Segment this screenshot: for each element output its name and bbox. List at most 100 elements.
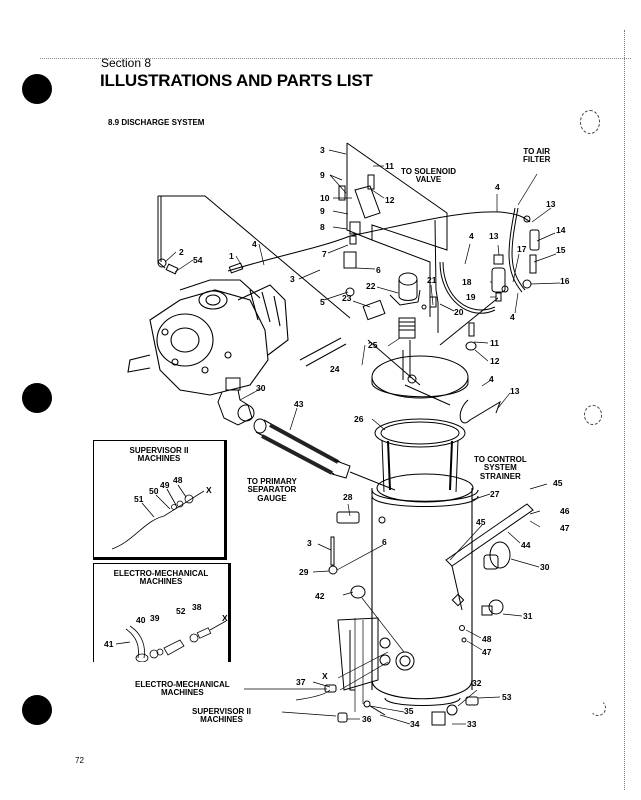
inset-electro-mechanical: ELECTRO-MECHANICAL MACHINES 41 40 39 52 … xyxy=(93,563,231,662)
mounting-panel xyxy=(346,142,448,317)
callout-40: 40 xyxy=(136,615,146,625)
callout-45: 45 xyxy=(553,478,563,488)
compressor xyxy=(127,279,289,396)
callout-28: 28 xyxy=(343,492,353,502)
callout-42: 42 xyxy=(315,591,325,601)
callout-13: 13 xyxy=(510,386,520,396)
callout-13: 13 xyxy=(489,231,499,241)
callout-20: 20 xyxy=(454,307,464,317)
callout-19: 19 xyxy=(466,292,476,302)
callout-26: 26 xyxy=(354,414,364,424)
callout-6: 6 xyxy=(376,265,381,275)
inset-supervisor-x-mark: X xyxy=(206,485,212,495)
inset-electro-drawing xyxy=(115,620,227,662)
inset-electro-x-mark: X xyxy=(222,613,228,623)
ghost-hole-bottom xyxy=(590,700,606,716)
callout-12: 12 xyxy=(490,356,500,366)
elbow-fitting-30 xyxy=(217,377,255,426)
callout-6: 6 xyxy=(382,537,387,547)
callout-44: 44 xyxy=(521,540,531,550)
callout-3: 3 xyxy=(320,145,325,155)
callout-25: 25 xyxy=(368,340,378,350)
callout-21: 21 xyxy=(427,275,437,285)
note-to-solenoid-valve: TO SOLENOID VALVE xyxy=(401,167,456,185)
callout-7: 7 xyxy=(322,249,327,259)
callout-29: 29 xyxy=(299,567,309,577)
section-label: Section 8 xyxy=(101,56,152,70)
binder-hole-middle xyxy=(22,383,52,413)
valves xyxy=(338,174,540,351)
callout-18: 18 xyxy=(462,277,472,287)
callout-11: 11 xyxy=(385,161,394,171)
callout-15: 15 xyxy=(556,245,566,255)
fittings xyxy=(324,511,511,726)
separator-tank xyxy=(371,473,479,707)
separator-cover xyxy=(371,340,469,406)
callout-38: 38 xyxy=(192,602,202,612)
bracket-44 xyxy=(445,503,534,611)
inset-supervisor-ii: SUPERVISOR II MACHINES 51 50 49 48 X xyxy=(93,440,227,560)
callout-30: 30 xyxy=(256,383,266,393)
callout-9: 9 xyxy=(320,206,325,216)
callout-12: 12 xyxy=(385,195,395,205)
callout-41: 41 xyxy=(104,639,114,649)
callout-4: 4 xyxy=(489,374,494,384)
callout-36: 36 xyxy=(362,714,372,724)
callout-5: 5 xyxy=(320,297,325,307)
callout-24: 24 xyxy=(330,364,340,374)
inset-supervisor-heading: SUPERVISOR II MACHINES xyxy=(129,446,189,464)
callout-39: 39 xyxy=(150,613,160,623)
callout-8: 8 xyxy=(320,222,325,232)
callout-53: 53 xyxy=(502,692,512,702)
inset-supervisor-drawing xyxy=(111,484,205,550)
scan-edge-dots xyxy=(624,30,625,790)
callout-47: 47 xyxy=(560,523,570,533)
leader-lines xyxy=(164,149,561,725)
note-supervisor-ii-machines: SUPERVISOR II MACHINES xyxy=(192,707,251,725)
callout-31: 31 xyxy=(523,611,533,621)
callout-51: 51 xyxy=(134,494,144,504)
callout-4: 4 xyxy=(510,312,515,322)
callout-34: 34 xyxy=(410,719,420,729)
hose-43 xyxy=(253,418,396,491)
callout-50: 50 xyxy=(149,486,159,496)
inset-electro-heading: ELECTRO-MECHANICAL MACHINES xyxy=(113,569,209,587)
callout-4: 4 xyxy=(495,182,500,192)
page-number: 72 xyxy=(75,756,84,765)
callout-32: 32 xyxy=(472,678,482,688)
callout-2: 2 xyxy=(179,247,184,257)
callout-9: 9 xyxy=(320,170,325,180)
callout-3: 3 xyxy=(290,274,295,284)
callout-27: 27 xyxy=(490,489,500,499)
callout-54: 54 xyxy=(193,255,203,265)
callout-37: 37 xyxy=(296,677,306,687)
callout-49: 49 xyxy=(160,480,170,490)
callout-43: 43 xyxy=(294,399,304,409)
note-electro-mechanical-machines: ELECTRO-MECHANICAL MACHINES xyxy=(135,680,230,698)
page-title: ILLUSTRATIONS AND PARTS LIST xyxy=(100,71,373,90)
callout-33: 33 xyxy=(467,719,477,729)
callout-1: 1 xyxy=(229,251,234,261)
tubing xyxy=(157,195,531,386)
scan-top-rule xyxy=(40,58,631,59)
callout-48: 48 xyxy=(482,634,492,644)
binder-hole-top xyxy=(22,74,52,104)
callout-3: 3 xyxy=(307,538,312,548)
callout-11: 11 xyxy=(490,338,499,348)
callout-22: 22 xyxy=(366,281,376,291)
callout-46: 46 xyxy=(560,506,570,516)
callout-4: 4 xyxy=(469,231,474,241)
x-mark: X xyxy=(322,671,328,681)
callout-45: 45 xyxy=(476,517,486,527)
callout-16: 16 xyxy=(560,276,570,286)
callout-52: 52 xyxy=(176,606,186,616)
callout-17: 17 xyxy=(517,244,527,254)
callout-48: 48 xyxy=(173,475,183,485)
note-to-control-system-strainer: TO CONTROL SYSTEM STRAINER xyxy=(474,455,527,481)
callout-30: 30 xyxy=(540,562,550,572)
callout-4: 4 xyxy=(252,239,257,249)
note-to-air-filter: TO AIR FILTER xyxy=(523,147,551,165)
separator-element-26 xyxy=(374,418,466,493)
callout-35: 35 xyxy=(404,706,414,716)
